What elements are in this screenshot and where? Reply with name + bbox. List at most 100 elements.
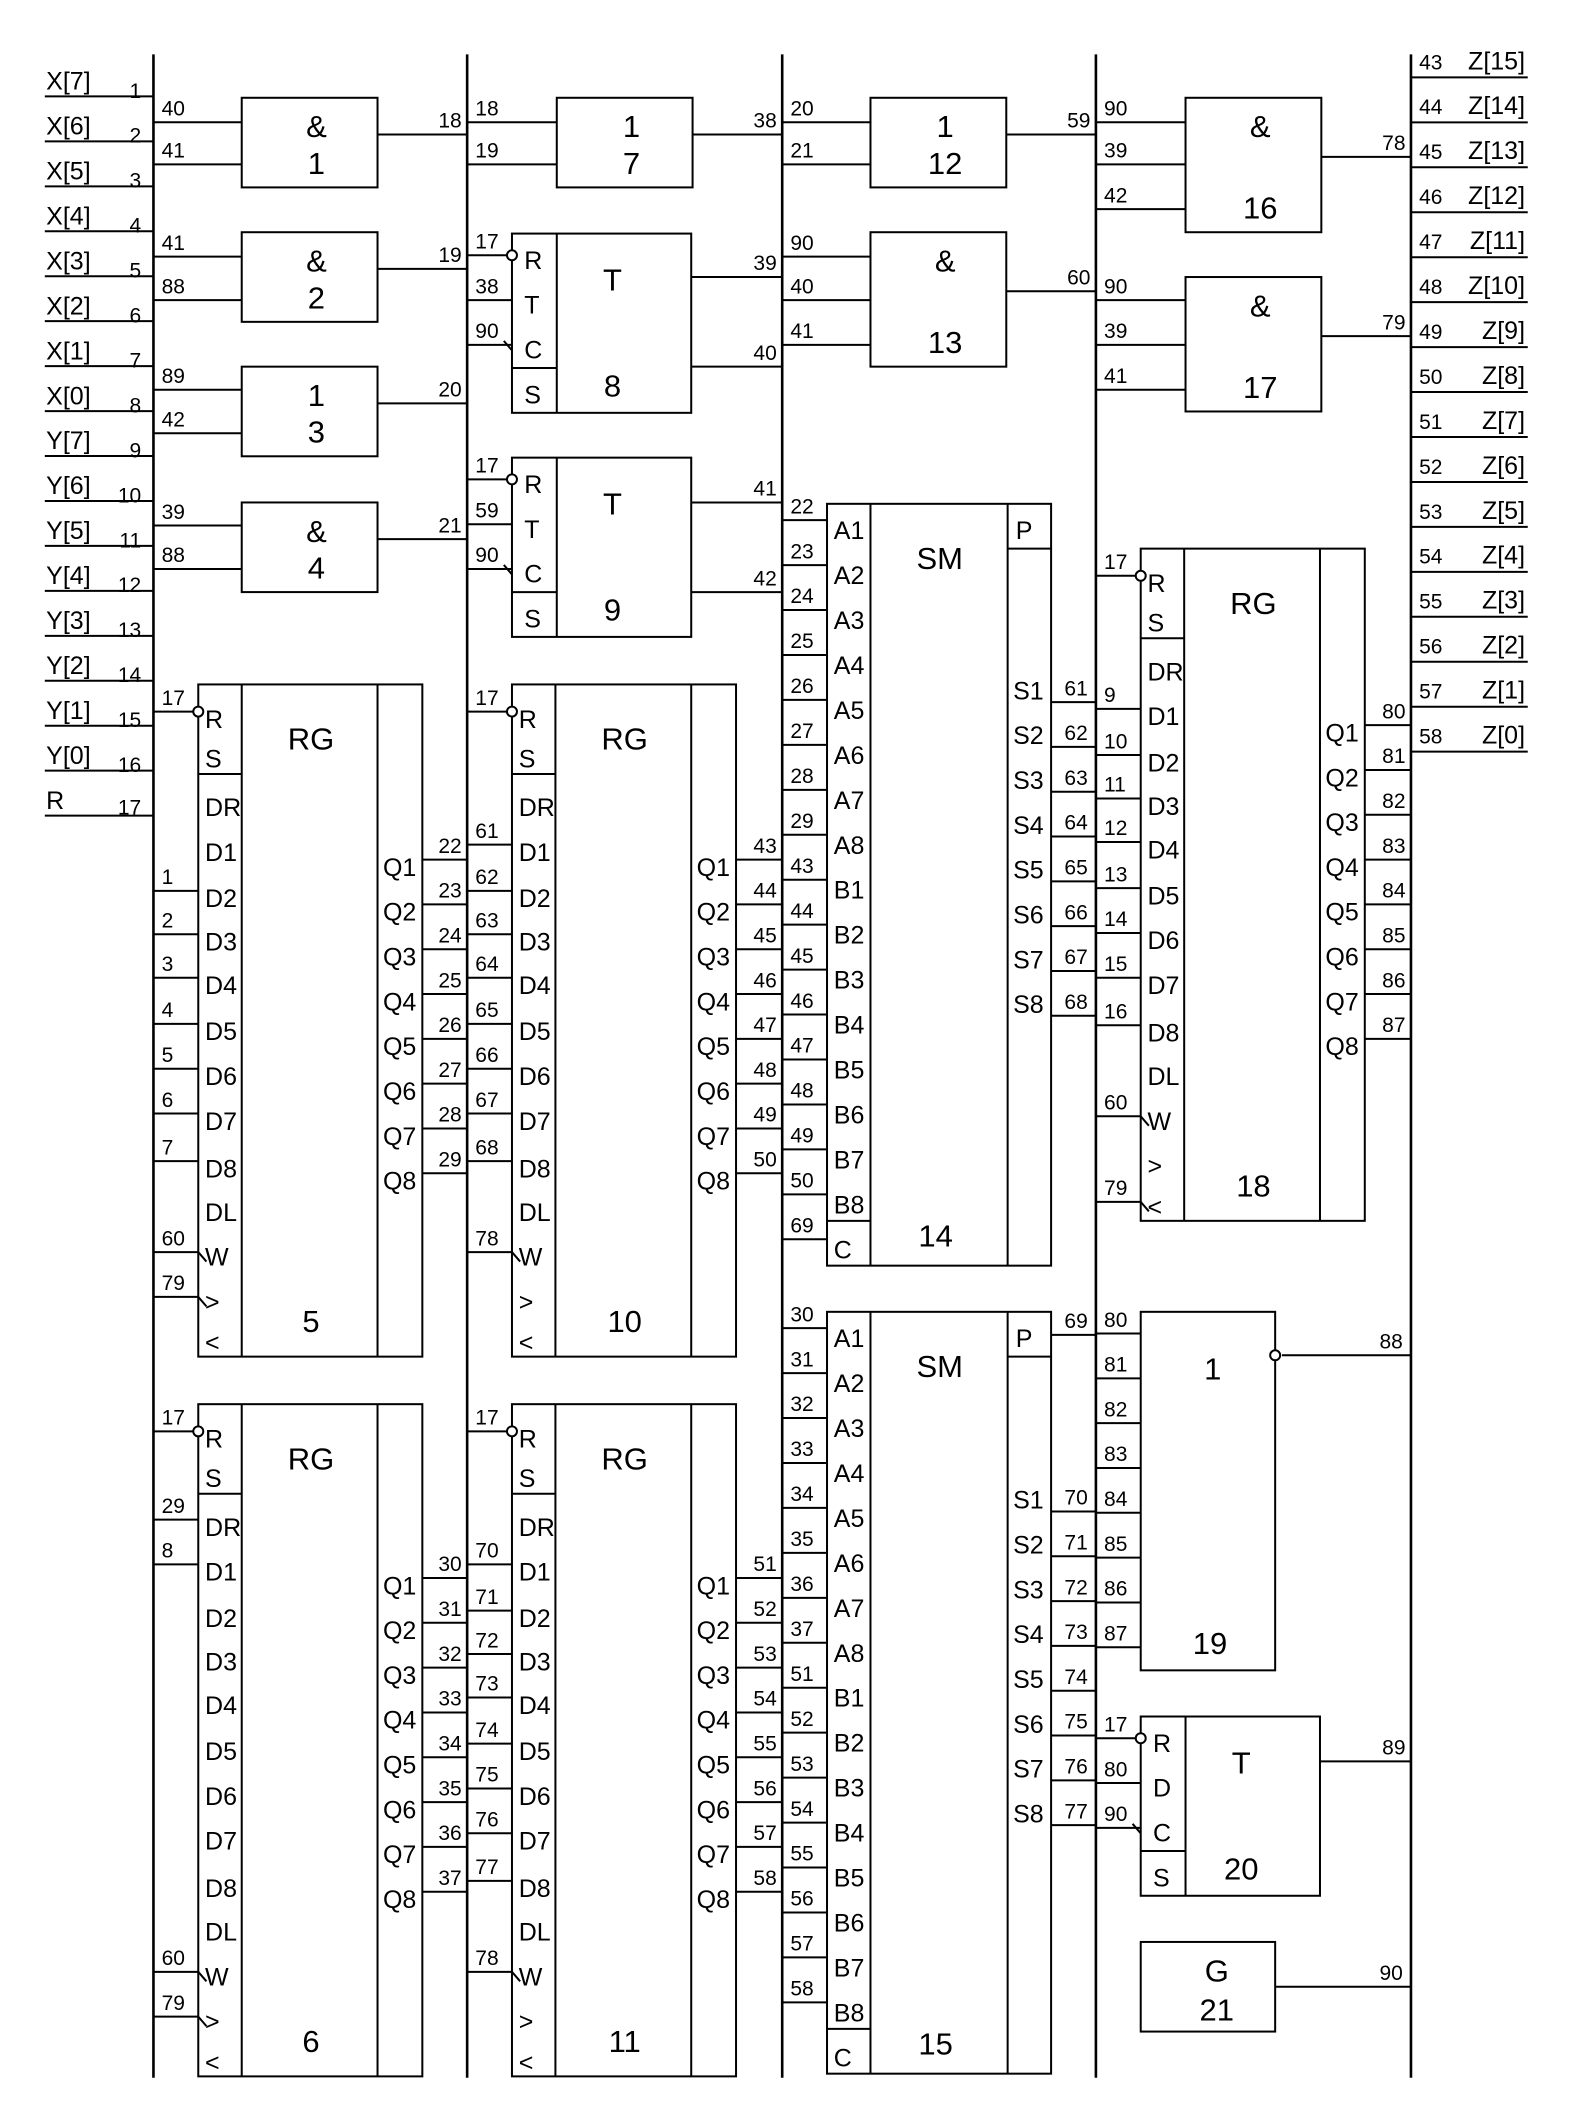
trigger-20 [1139, 1715, 1321, 1897]
trigger-number: 20 [1224, 1851, 1258, 1886]
pin-label: Q5 [383, 1033, 416, 1061]
adder-15 [826, 1310, 1053, 2075]
input-label: X[3] [46, 247, 90, 275]
signal-number: 79 [1104, 1177, 1127, 1200]
pin-label: A5 [834, 1505, 865, 1533]
dynamic-input-mark [511, 1251, 521, 1263]
input-label: Y[2] [46, 652, 90, 680]
input-label: X[1] [46, 337, 90, 365]
pin-label: Q4 [383, 1707, 416, 1735]
pin-label: D5 [205, 1738, 237, 1766]
signal-number: 85 [1382, 924, 1405, 947]
register-number: 18 [1236, 1168, 1270, 1203]
signal-number: 47 [753, 1014, 776, 1037]
inversion-bubble [505, 705, 518, 718]
pin-label: D6 [519, 1063, 551, 1091]
signal-number: 23 [790, 540, 813, 563]
signal-number: 28 [438, 1104, 461, 1127]
signal-number: 72 [475, 1629, 498, 1652]
signal-number: 85 [1104, 1533, 1127, 1556]
wires [44, 54, 1528, 2078]
signal-number: 40 [162, 97, 185, 120]
pin-label: S [1148, 609, 1165, 637]
output-label: Z[3] [1482, 587, 1525, 615]
signal-number: 17 [475, 455, 498, 478]
generator-symbol: G [1205, 1953, 1229, 1988]
pin-label: D4 [519, 972, 551, 1000]
output-number: 48 [1419, 276, 1442, 299]
signal-number: 57 [790, 1933, 813, 1956]
input-number: 10 [118, 484, 141, 507]
signal-number: 65 [1064, 857, 1087, 880]
pin-label: A4 [834, 652, 865, 680]
signal-number: 69 [1064, 1310, 1087, 1333]
signal-number: 30 [438, 1553, 461, 1576]
signal-number: 59 [475, 499, 498, 522]
signal-number: 83 [1382, 835, 1405, 858]
pin-label: < [1148, 1193, 1163, 1221]
adder-14 [826, 502, 1053, 1267]
output-number: 57 [1419, 681, 1442, 704]
signal-number: 5 [162, 1044, 174, 1067]
pin-label: S8 [1013, 991, 1044, 1019]
signal-number: 33 [438, 1688, 461, 1711]
register-18 [1139, 547, 1366, 1222]
output-number: 52 [1419, 456, 1442, 479]
output-label: Z[13] [1468, 137, 1525, 165]
gate-symbol: & [306, 109, 327, 144]
pin-label: S [524, 605, 541, 633]
output-number: 49 [1419, 321, 1442, 344]
register-6 [197, 1403, 424, 2078]
signal-number: 36 [790, 1573, 813, 1596]
output-label: Z[1] [1482, 677, 1525, 705]
pin-label: B8 [834, 1999, 865, 2027]
pin-label: Q4 [697, 988, 730, 1016]
signal-number: 29 [790, 810, 813, 833]
pin-label: A2 [834, 1370, 865, 1398]
pin-label: R [205, 1426, 223, 1454]
signal-number: 90 [1379, 1962, 1402, 1985]
pin-label: S7 [1013, 1756, 1044, 1784]
signal-number: 53 [753, 1643, 776, 1666]
register-symbol: RG [601, 1441, 648, 1476]
pin-label: S [519, 745, 536, 773]
signal-number: 71 [1064, 1531, 1087, 1554]
pin-label: S1 [1013, 677, 1044, 705]
register-11 [510, 1403, 738, 2078]
signal-number: 42 [162, 408, 185, 431]
gate-number: 2 [308, 280, 325, 315]
dynamic-input-mark [197, 1251, 208, 1263]
trigger-number: 9 [604, 593, 621, 628]
pin-label: D5 [519, 1018, 551, 1046]
input-number: 9 [130, 439, 142, 462]
signal-number: 69 [790, 1215, 813, 1238]
input-number: 17 [118, 796, 141, 819]
signal-number: 17 [475, 687, 498, 710]
register-symbol: RG [288, 722, 335, 757]
signal-number: 32 [790, 1393, 813, 1416]
pin-label: Q7 [1325, 988, 1358, 1016]
trigger-symbol: T [603, 263, 622, 298]
signal-number: 27 [790, 720, 813, 743]
inversion-bubble [1134, 1732, 1147, 1745]
pin-label: S [205, 745, 222, 773]
signal-number: 43 [753, 835, 776, 858]
gate-number: 4 [308, 551, 325, 586]
signal-number: 9 [1104, 684, 1116, 707]
gate-symbol: & [1250, 109, 1271, 144]
pin-label: S5 [1013, 1666, 1044, 1694]
pin-label: D7 [205, 1108, 237, 1136]
signal-number: 37 [438, 1867, 461, 1890]
dynamic-input-mark [1139, 1115, 1150, 1127]
signal-number: 73 [1064, 1621, 1087, 1644]
trigger-number: 8 [604, 369, 621, 404]
signal-number: 78 [475, 1227, 498, 1250]
input-label: Y[4] [46, 562, 90, 590]
signal-number: 87 [1382, 1014, 1405, 1037]
pin-label: S [524, 381, 541, 409]
gate-3 [240, 365, 379, 458]
signal-number: 68 [1064, 991, 1087, 1014]
signal-number: 90 [790, 232, 813, 255]
pin-label: Q3 [697, 944, 730, 972]
signal-number: 63 [1064, 767, 1087, 790]
